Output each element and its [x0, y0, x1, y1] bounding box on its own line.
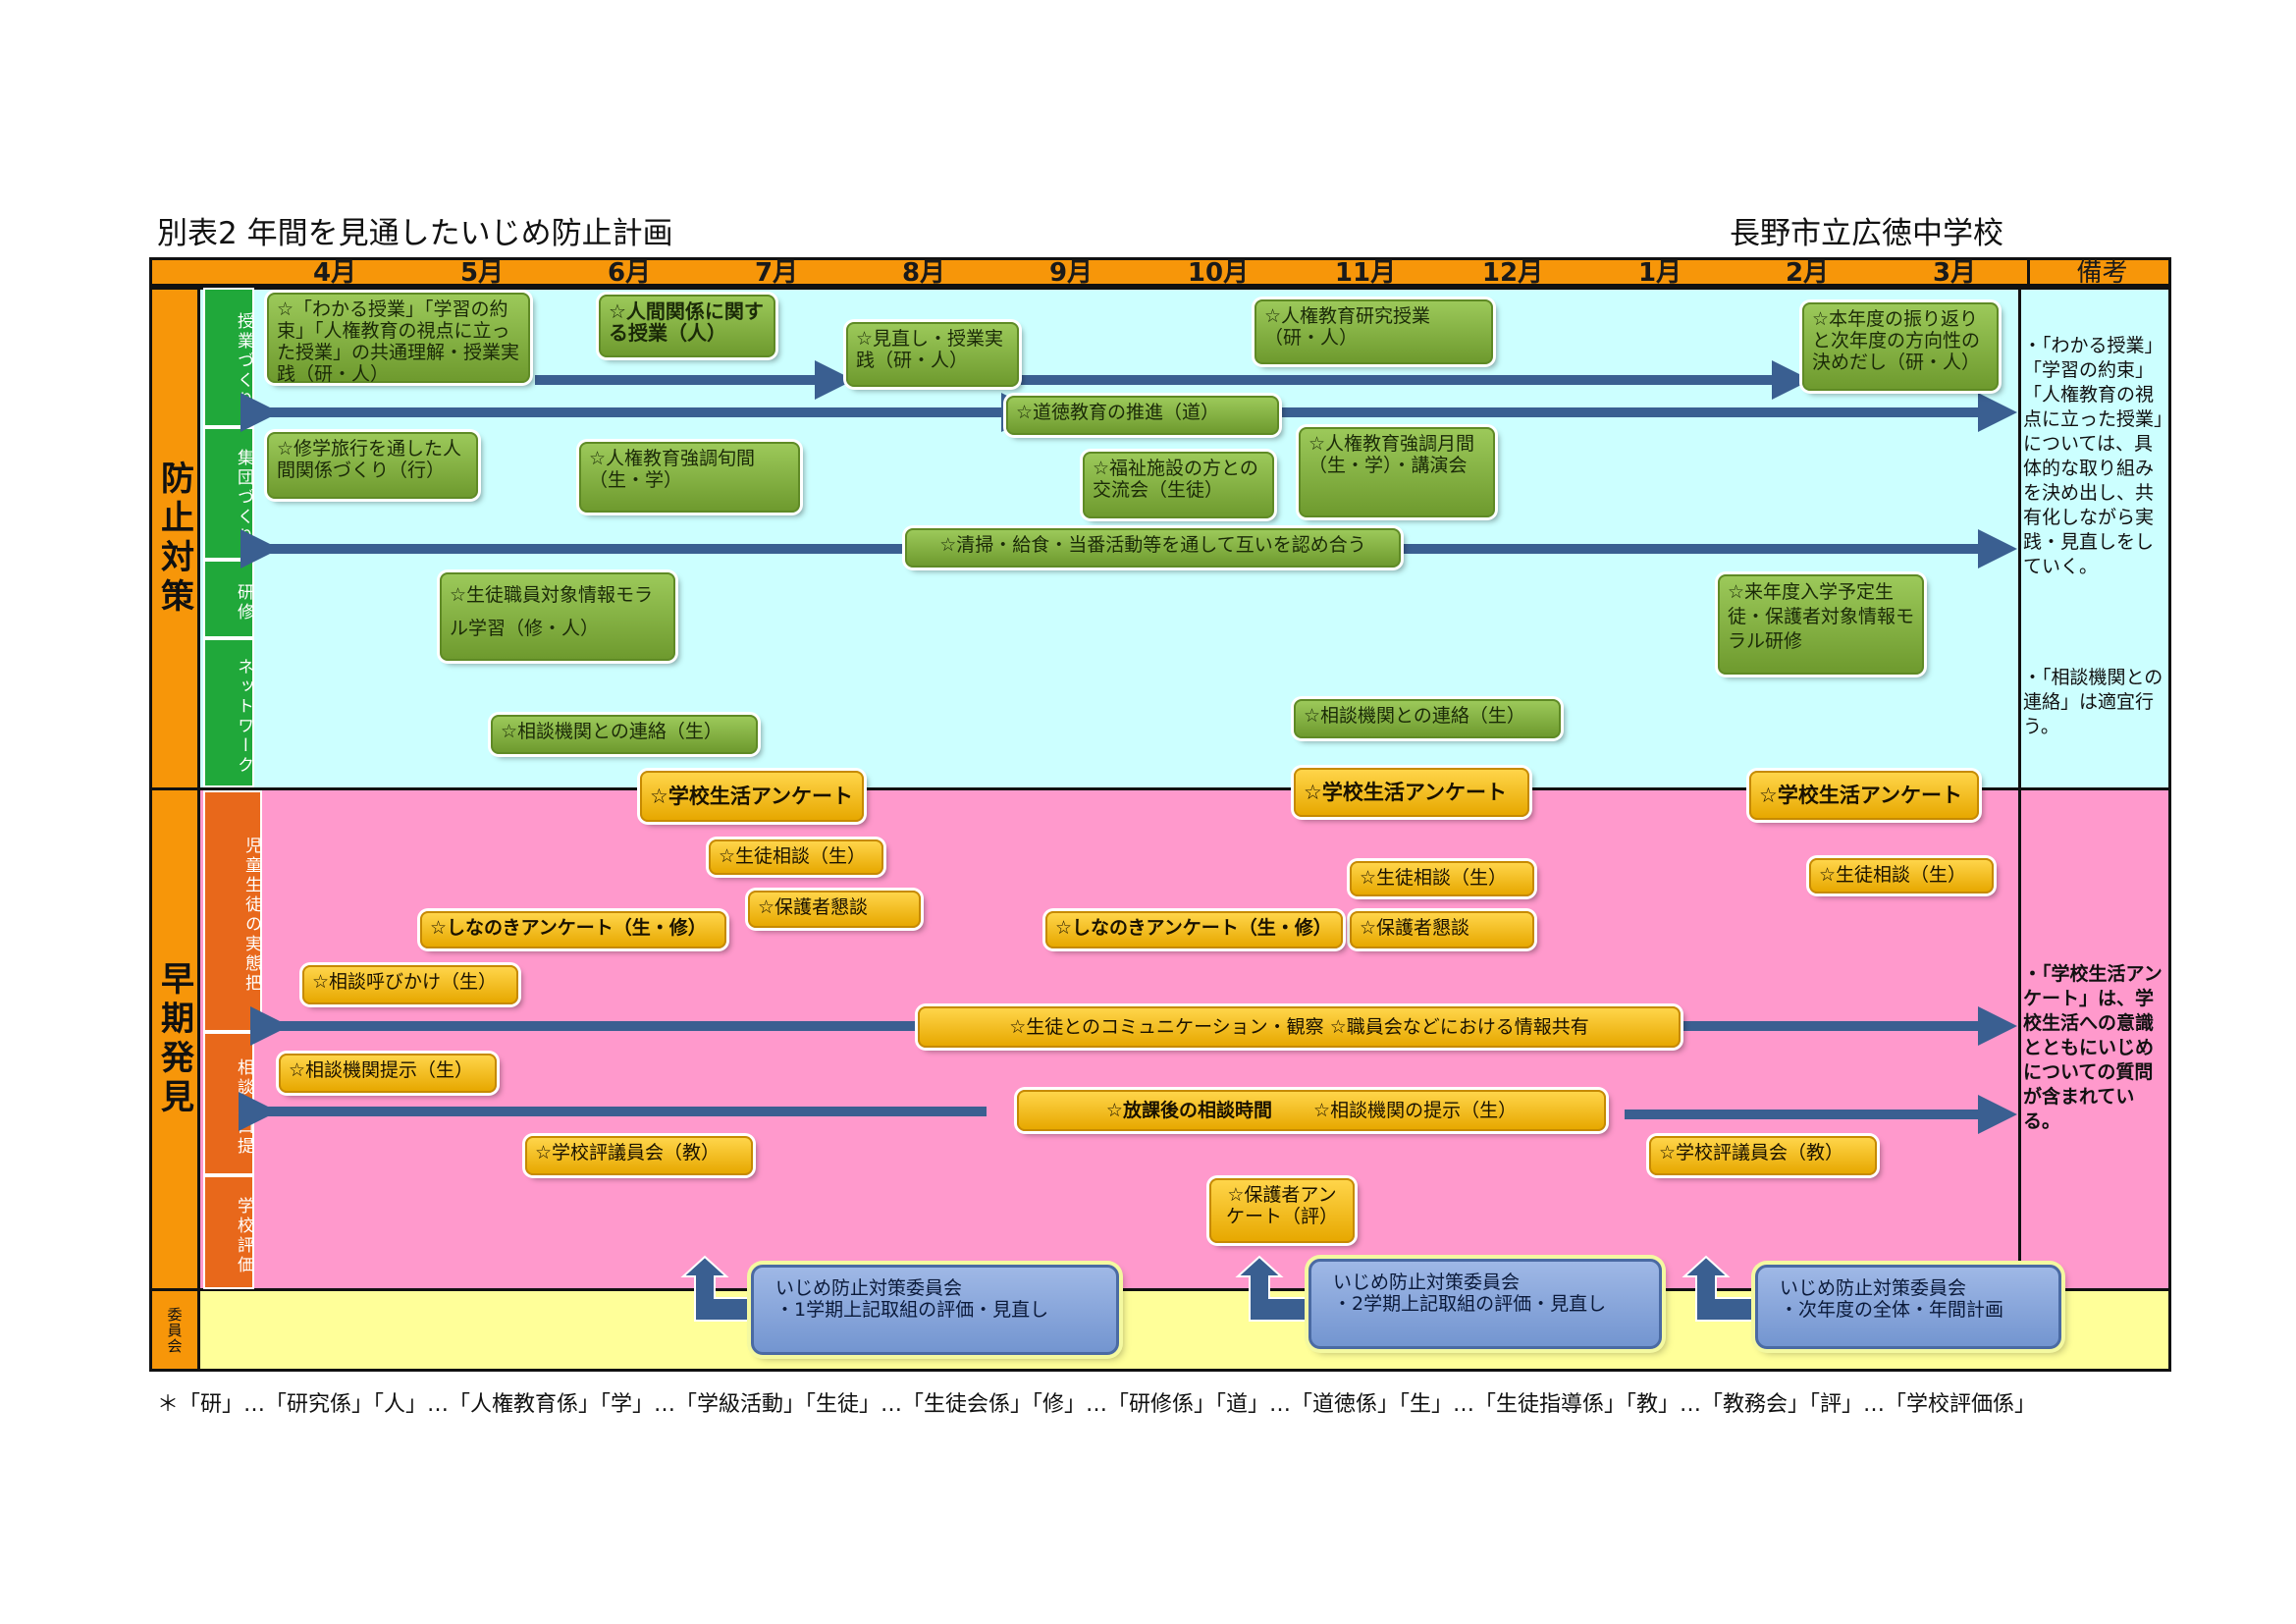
item-hyogiinkai-2: ☆学校評議員会（教） [1649, 1136, 1877, 1175]
category-early: 早期発見 [149, 787, 200, 1291]
committee-box-2: いじめ防止対策委員会 ・2学期上記取組の評価・見直し [1308, 1259, 1662, 1349]
month-label: 7月 [754, 258, 799, 288]
item-seisou-kyushoku: ☆清掃・給食・当番活動等を通して互いを認め合う [905, 528, 1401, 568]
category-committee: 委員会 [149, 1288, 200, 1372]
item-jinken-gekkan: ☆人権教育強調月間（生・学）・講演会 [1299, 427, 1495, 517]
committee-desc: ・2学期上記取組の評価・見直し [1333, 1293, 1607, 1315]
month-label: 8月 [901, 258, 946, 288]
committee-box-1: いじめ防止対策委員会 ・1学期上記取組の評価・見直し [751, 1265, 1119, 1355]
committee-title: いじめ防止対策委員会 [775, 1277, 963, 1299]
month-label: 12月 [1481, 258, 1544, 288]
committee-arrow [680, 1255, 749, 1322]
item-hogosha-kondan-1: ☆保護者懇談 [748, 891, 921, 928]
item-soudan-yobikake: ☆相談呼びかけ（生） [302, 965, 518, 1004]
school-name: 長野市立広徳中学校 [1730, 216, 2003, 251]
item-minaoshi-jissen: ☆見直し・授業実践（研・人） [846, 322, 1019, 387]
month-label: 2月 [1785, 258, 1830, 288]
remark-3: ・「学校生活アンケート」は、学校生活への意識とともにいじめについての質問が含まれ… [2023, 963, 2163, 1132]
category-prevention: 防止対策 [149, 287, 200, 790]
month-label: 6月 [607, 258, 652, 288]
item-ningen-kankei-jugyo: ☆人間関係に関する授業（人） [599, 295, 775, 357]
remarks-divider [2018, 287, 2021, 1291]
item-jinken-junkan: ☆人権教育強調旬間（生・学） [579, 442, 800, 513]
item-seito-soudan-3: ☆生徒相談（生） [1809, 858, 1994, 893]
item-joho-moral: ☆生徒職員対象情報モラル学習（修・人） [440, 572, 675, 661]
month-label: 9月 [1048, 258, 1094, 288]
remarks-header: 備考 [2027, 260, 2174, 286]
month-label: 1月 [1637, 258, 1682, 288]
soudan-teiji-label: ☆相談機関の提示（生） [1313, 1100, 1518, 1121]
item-seito-soudan-1: ☆生徒相談（生） [709, 839, 883, 875]
item-communication: ☆生徒とのコミュニケーション・観察 ☆職員会などにおける情報共有 [918, 1006, 1681, 1048]
item-school-survey-3: ☆学校生活アンケート [1749, 771, 1979, 820]
month-label: 11月 [1334, 258, 1397, 288]
month-label: 4月 [312, 258, 357, 288]
item-houkago-soudan: ☆放課後の相談時間 ☆相談機関の提示（生） [1017, 1090, 1606, 1131]
subcat-jittai: 児童生徒の実態把 [203, 790, 262, 1032]
month-label: 3月 [1932, 258, 1977, 288]
remark-2: ・「相談機関との連絡」は適宜行う。 [2023, 667, 2163, 737]
item-rainendo-moral: ☆来年度入学予定生徒・保護者対象情報モラル研修 [1718, 574, 1924, 675]
item-hyogiinkai-1: ☆学校評議員会（教） [525, 1136, 753, 1175]
item-soudan-kikan-teiji: ☆相談機関提示（生） [279, 1054, 497, 1093]
committee-arrow [1682, 1255, 1753, 1322]
item-fukushi-shisetsu: ☆福祉施設の方との交流会（生徒） [1083, 452, 1274, 518]
remark-1: ・「わかる授業」「学習の約束」「人権教育の視点に立った授業」については、具体的な… [2023, 335, 2163, 577]
committee-title: いじめ防止対策委員会 [1333, 1272, 1521, 1293]
item-soudan-renraku-1: ☆相談機関との連絡（生） [491, 715, 758, 754]
subcat-hyoka: 学校評価 [203, 1175, 254, 1289]
month-label: 10月 [1187, 258, 1250, 288]
item-soudan-renraku-2: ☆相談機関との連絡（生） [1294, 699, 1561, 738]
item-school-survey-1: ☆学校生活アンケート [640, 771, 864, 822]
item-hogosha-enquete: ☆保護者アンケート（評） [1209, 1178, 1355, 1243]
month-label: 5月 [459, 258, 505, 288]
subcat-kenshu: 研修 [203, 560, 254, 638]
committee-title: いじめ防止対策委員会 [1780, 1277, 1967, 1299]
item-seito-soudan-2: ☆生徒相談（生） [1350, 861, 1534, 896]
committee-desc: ・次年度の全体・年間計画 [1780, 1299, 2004, 1321]
item-shinanoki-2: ☆しなのきアンケート（生・修） [1045, 911, 1343, 948]
month-header: 4月 5月 6月 7月 8月 9月 10月 11月 12月 1月 2月 3月 備… [149, 257, 2171, 287]
item-furikaeri: ☆本年度の振り返りと次年度の方向性の決めだし（研・人） [1802, 302, 1999, 391]
item-jinken-kenkyu-jugyo: ☆人権教育研究授業（研・人） [1255, 299, 1493, 364]
item-wakaru-jugyo: ☆「わかる授業」「学習の約束」「人権教育の視点に立った授業」の共通理解・授業実践… [267, 293, 530, 385]
item-hogosha-kondan-2: ☆保護者懇談 [1350, 911, 1534, 948]
committee-box-3: いじめ防止対策委員会 ・次年度の全体・年間計画 [1755, 1265, 2061, 1349]
subcat-shudan: 集団づくり [203, 427, 254, 560]
committee-arrow [1235, 1255, 1307, 1322]
page-title: 別表2 年間を見通したいじめ防止計画 [157, 216, 673, 251]
committee-desc: ・1学期上記取組の評価・見直し [775, 1299, 1049, 1321]
footnote: ＊「研」…「研究係」「人」…「人権教育係」「学」…「学級活動」「生徒」…「生徒会… [157, 1392, 2037, 1417]
item-shinanoki-1: ☆しなのきアンケート（生・修） [420, 911, 726, 948]
item-shugaku-ryokou: ☆修学旅行を通した人間関係づくり（行） [267, 432, 478, 499]
item-school-survey-2: ☆学校生活アンケート [1294, 768, 1529, 817]
houkago-label: ☆放課後の相談時間 [1105, 1100, 1272, 1121]
item-doutoku: ☆道徳教育の推進（道） [1006, 396, 1279, 435]
subcat-network: ネットワーク [203, 638, 254, 787]
